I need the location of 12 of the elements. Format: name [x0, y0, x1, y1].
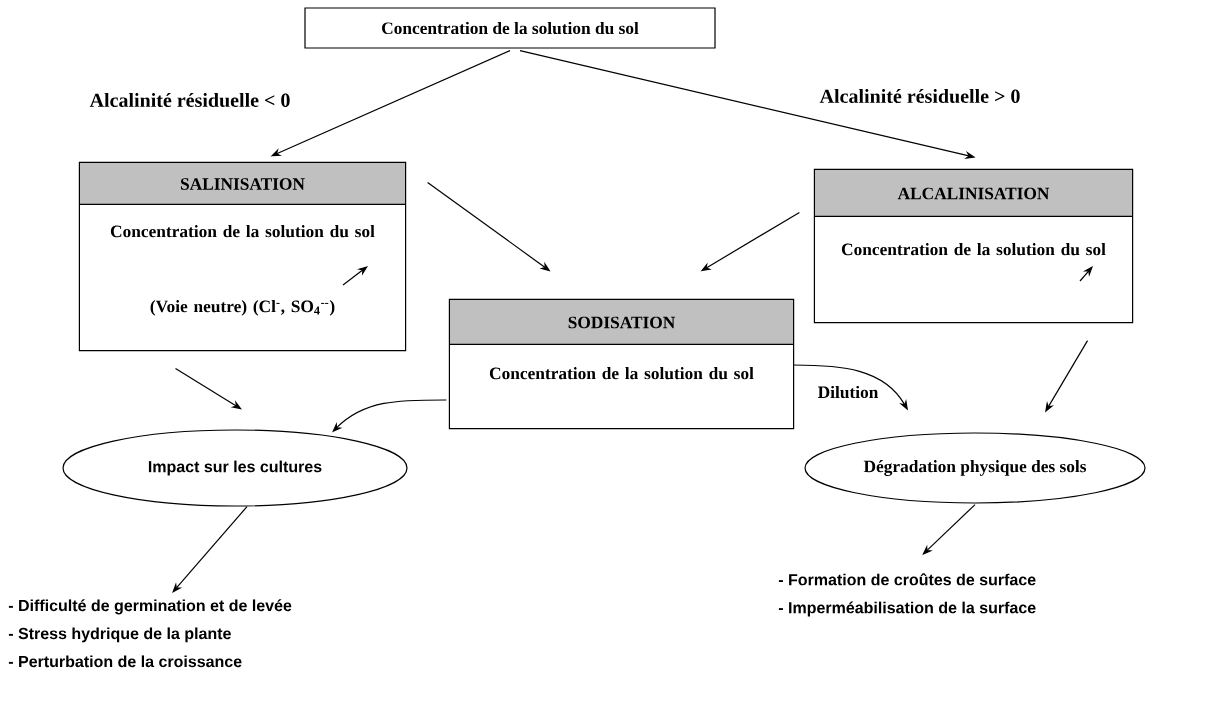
process-box: Concentration de la solution du sol — [304, 7, 716, 49]
consequence-list: - Difficulté de germination et de levée - Stress hydrique de la plante - Perturbation de la croissance — [8, 599, 292, 668]
arrow — [922, 504, 976, 555]
process-box: SALINISATION Concentration de la solution du sol (Voie neutre) (Cl$^{-}$, SO$_{4}$$^{--}$) — [78, 161, 407, 352]
consequence-list: - Formation de croûtes de surface - Imperméabilisation de la surface — [778, 573, 1036, 617]
process-box: ALCALINISATION Concentration de la solution du sol — [813, 168, 1134, 324]
condition-label: Alcalinité résiduelle < 0 — [89, 92, 290, 108]
edge-label: Dilution — [816, 384, 880, 400]
condition-label: Alcalinité résiduelle > 0 — [819, 88, 1020, 104]
arrow — [172, 506, 248, 593]
arrow — [174, 368, 242, 410]
process-box: SODISATION Concentration de la solution du sol — [448, 298, 795, 430]
